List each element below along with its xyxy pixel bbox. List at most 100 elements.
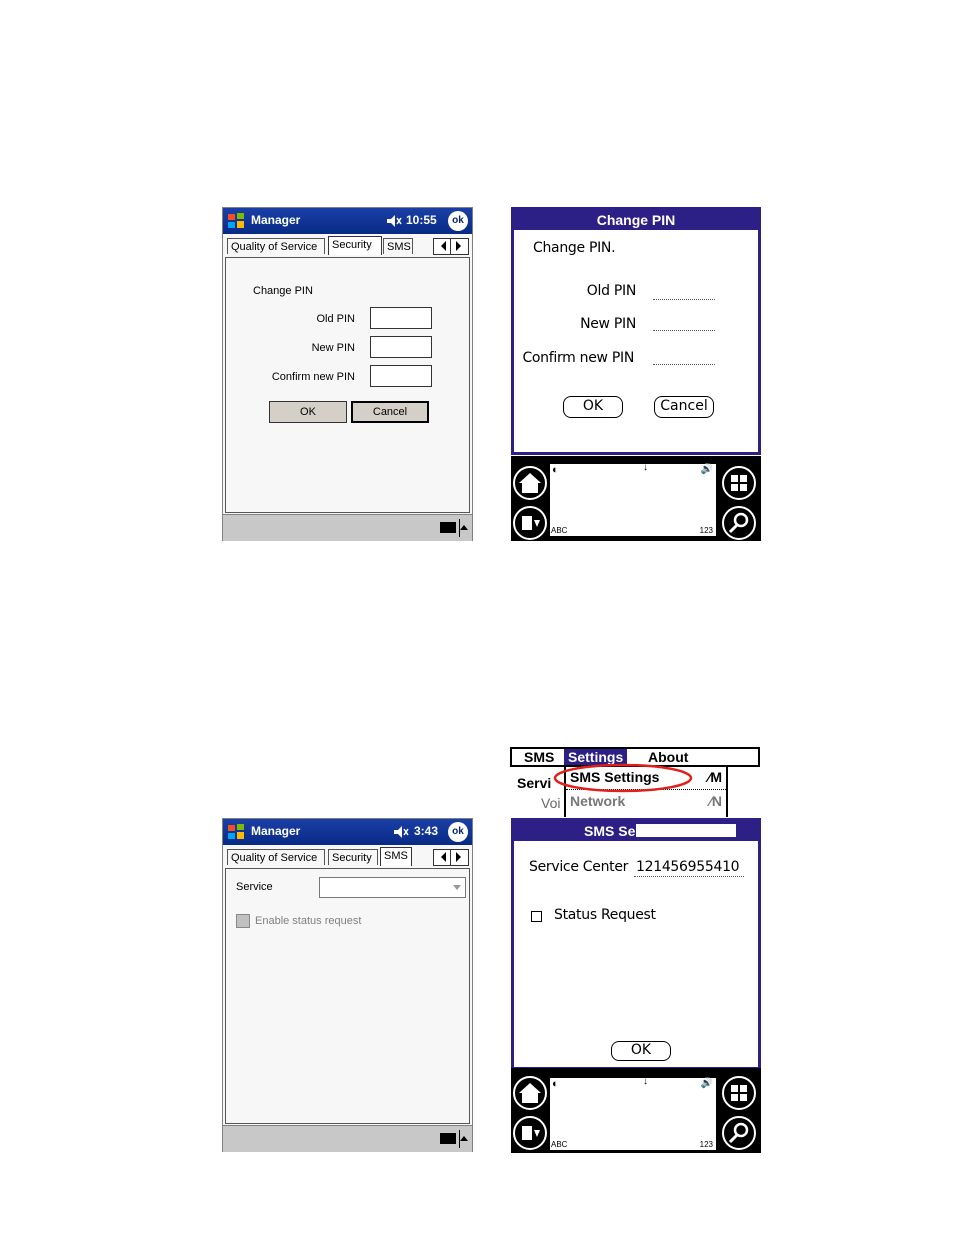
contrast-icon[interactable]: ◐ <box>552 1078 559 1090</box>
status-request-checkbox[interactable] <box>236 914 250 928</box>
menu-about[interactable]: About <box>648 749 689 765</box>
cancel-pin-button[interactable]: Cancel <box>351 401 429 423</box>
old-pin-label: Old PIN <box>586 283 637 299</box>
service-value <box>320 882 323 894</box>
tab-row: Quality of Service Security SMS <box>223 846 472 868</box>
left-arrow-icon[interactable] <box>441 852 446 862</box>
old-pin-label: Old PIN <box>316 313 355 325</box>
tab-quality-of-service[interactable]: Quality of Service <box>227 849 325 865</box>
confirm-pin-label: Confirm new PIN <box>271 371 355 383</box>
ok-button[interactable]: OK <box>563 396 623 418</box>
dropdown-arrow-icon[interactable] <box>453 885 461 890</box>
search-icon[interactable] <box>722 1116 756 1150</box>
tab-sms[interactable]: SMS <box>383 238 413 254</box>
service-center-label: Service Center <box>529 859 629 875</box>
new-pin-field[interactable] <box>653 330 715 331</box>
right-arrow-icon[interactable] <box>456 241 461 251</box>
title-redaction <box>636 824 736 837</box>
sms-settings-shortcut: ∕M <box>708 769 722 785</box>
clock[interactable]: 3:43 <box>414 824 439 838</box>
clock[interactable]: 10:55 <box>406 213 437 227</box>
confirm-pin-field[interactable] <box>370 365 432 387</box>
bottom-bar <box>223 1125 472 1152</box>
menu-icon[interactable] <box>513 506 547 540</box>
status-request-label: Enable status request <box>255 915 362 927</box>
calculator-icon[interactable] <box>722 466 756 500</box>
security-panel: Change PIN Old PIN New PIN Confirm new P… <box>225 257 470 513</box>
home-icon[interactable] <box>513 1076 547 1110</box>
confirm-pin-field[interactable] <box>653 364 715 365</box>
cancel-button[interactable]: Cancel <box>654 396 714 418</box>
menu-icon[interactable] <box>513 1116 547 1150</box>
title-bar: Manager 10:55 ok <box>223 208 472 234</box>
keyboard-icon[interactable] <box>440 522 456 533</box>
windows-start-icon[interactable] <box>226 211 246 231</box>
graffiti-writing-box[interactable]: ◐ ↓ 🔊 ABC 123 <box>549 462 717 537</box>
change-pin-heading: Change PIN <box>253 285 313 297</box>
graffiti-writing-box[interactable]: ◐ ↓ 🔊 ABC 123 <box>549 1076 717 1151</box>
new-pin-label: New PIN <box>580 316 636 332</box>
divider <box>450 850 451 865</box>
sms-settings-item[interactable]: SMS Settings <box>570 769 660 785</box>
service-center-value[interactable]: 121456955410 <box>636 859 740 875</box>
palm-sms-settings-dialog: SMS Se Service Center 121456955410 Statu… <box>511 818 761 1070</box>
sms-panel: Service Enable status request <box>225 868 470 1124</box>
status-request-label: Status Request <box>554 907 656 923</box>
tab-scroll-arrows[interactable] <box>433 849 469 866</box>
home-icon[interactable] <box>513 466 547 500</box>
right-arrow-icon[interactable] <box>456 852 461 862</box>
menu-settings[interactable]: Settings <box>564 749 628 765</box>
menu-sms[interactable]: SMS <box>524 749 555 765</box>
divider <box>450 239 451 254</box>
ok-pin-button[interactable]: OK <box>269 401 347 423</box>
calculator-icon[interactable] <box>722 1076 756 1110</box>
behind-voice-text: Voi <box>541 795 561 811</box>
change-pin-heading: Change PIN. <box>533 240 616 256</box>
speaker-icon[interactable] <box>386 213 402 229</box>
sip-up-arrow-icon[interactable] <box>460 1136 468 1141</box>
graffiti-area: ◐ ↓ 🔊 ABC 123 <box>511 456 761 541</box>
confirm-pin-label: Confirm new PIN <box>522 350 634 366</box>
windows-start-icon[interactable] <box>226 822 246 842</box>
old-pin-field[interactable] <box>653 299 715 300</box>
abc-label: ABC <box>551 526 568 535</box>
tab-security[interactable]: Security <box>328 849 378 865</box>
dialog-title: Change PIN <box>514 210 758 230</box>
volume-icon[interactable]: 🔊 <box>700 1078 713 1089</box>
app-title: Manager <box>251 213 301 227</box>
service-center-underline <box>634 876 744 877</box>
search-icon[interactable] <box>722 506 756 540</box>
left-arrow-icon[interactable] <box>441 241 446 251</box>
palm-change-pin-dialog: Change PIN Change PIN. Old PIN New PIN C… <box>511 207 761 455</box>
old-pin-field[interactable] <box>370 307 432 329</box>
volume-icon[interactable]: 🔊 <box>700 464 713 475</box>
divider <box>459 1130 460 1148</box>
service-select[interactable] <box>319 877 466 898</box>
sip-up-arrow-icon[interactable] <box>460 525 468 530</box>
pocketpc-security-screen: Manager 10:55 ok Quality of Service Secu… <box>222 207 473 541</box>
keyboard-icon[interactable] <box>440 1133 456 1144</box>
new-pin-field[interactable] <box>370 336 432 358</box>
tab-security[interactable]: Security <box>328 236 382 255</box>
dialog-title: SMS Se <box>514 821 758 841</box>
highlight-circle <box>553 763 693 793</box>
tab-quality-of-service[interactable]: Quality of Service <box>227 238 325 254</box>
tab-scroll-arrows[interactable] <box>433 238 469 255</box>
network-shortcut: ∕N <box>709 793 722 809</box>
network-item[interactable]: Network <box>570 793 626 809</box>
down-arrow-icon: ↓ <box>643 462 648 473</box>
ok-button[interactable]: ok <box>448 211 468 231</box>
ok-button[interactable]: ok <box>448 822 468 842</box>
behind-service-text: Servi <box>517 775 552 791</box>
tab-row: Quality of Service Security SMS <box>223 235 472 257</box>
contrast-icon[interactable]: ◐ <box>552 464 559 476</box>
settings-dropdown: SMS Settings ∕M Network ∕N <box>564 767 728 817</box>
speaker-icon[interactable] <box>393 824 409 840</box>
status-request-checkbox[interactable] <box>531 911 542 922</box>
tab-sms[interactable]: SMS <box>380 847 412 866</box>
title-bar: Manager 3:43 ok <box>223 819 472 845</box>
new-pin-label: New PIN <box>311 342 355 354</box>
ok-button[interactable]: OK <box>611 1041 671 1061</box>
dialog-title-text: SMS Se <box>584 823 636 839</box>
pocketpc-sms-screen: Manager 3:43 ok Quality of Service Secur… <box>222 818 473 1152</box>
